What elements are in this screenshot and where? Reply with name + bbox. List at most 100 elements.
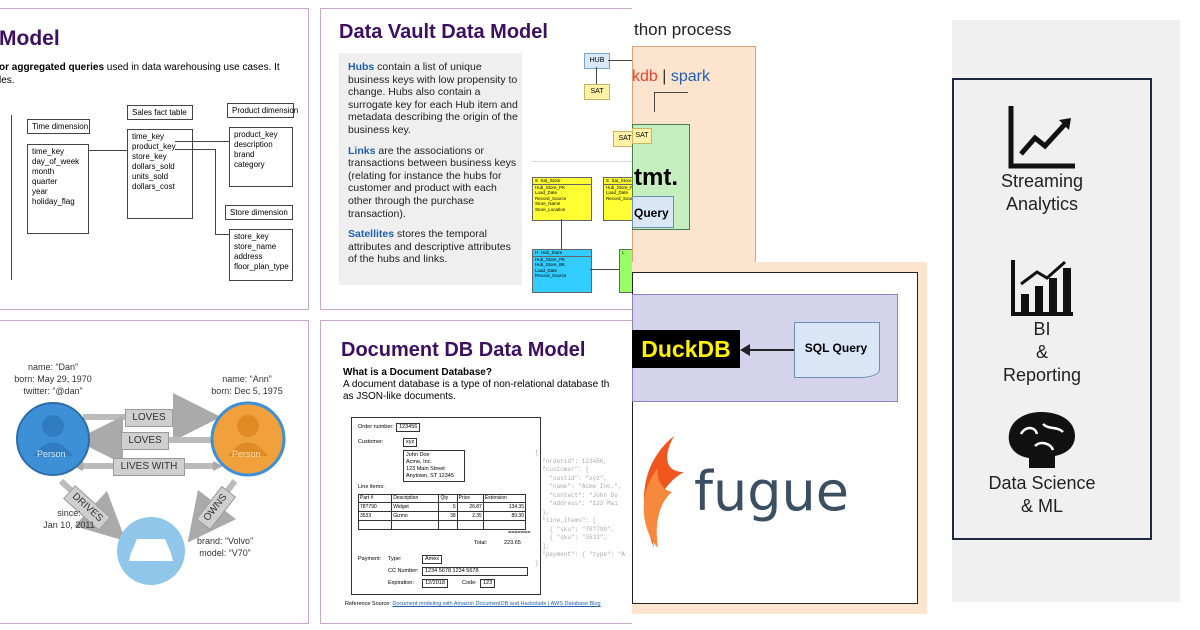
json-line: "orderid": 123456, bbox=[535, 457, 608, 465]
graph-model-slide: name: “Dan” born: May 29, 1970 twitter: … bbox=[0, 320, 309, 624]
json-line: "address": "123 Mai bbox=[535, 500, 618, 507]
separator bbox=[531, 161, 634, 162]
field: floor_plan_type bbox=[234, 262, 289, 271]
connector bbox=[215, 234, 229, 235]
sql-query-doc bbox=[794, 322, 880, 378]
prop: born: May 29, 1970 bbox=[14, 374, 92, 384]
field: time_key bbox=[132, 132, 165, 141]
car-label: Car bbox=[142, 545, 157, 555]
subtitle-rest: used in data warehousing use cases. It bbox=[104, 62, 280, 73]
table-cell: 5 bbox=[438, 502, 458, 512]
column-header: Qty bbox=[438, 494, 458, 503]
person-label: Person bbox=[232, 449, 261, 459]
desc-line: as JSON-like documents. bbox=[343, 391, 456, 402]
prop: model: “V70” bbox=[199, 548, 251, 558]
table-row: Store_Location bbox=[535, 206, 566, 212]
customer-id: xyz bbox=[403, 438, 418, 447]
time-dimension-label: Time dimension bbox=[27, 119, 90, 134]
field: quarter bbox=[32, 177, 58, 186]
usecase-label: Data Science bbox=[988, 473, 1096, 493]
order-number-label: Order number: bbox=[358, 424, 394, 430]
table-row: Store_Name bbox=[535, 201, 561, 206]
table-row: Record_Source bbox=[535, 195, 567, 201]
table-cell bbox=[391, 520, 440, 530]
field: store_key bbox=[234, 232, 269, 241]
h-marker: H bbox=[535, 250, 539, 255]
car-properties: brand: “Volvo” model: “V70” bbox=[185, 535, 265, 559]
bar-chart-icon bbox=[1011, 260, 1073, 316]
field: store_key bbox=[132, 152, 167, 161]
column-header: Extension bbox=[482, 494, 527, 503]
fugue-slide: thon process kdb | spark tmt. Query SAT … bbox=[632, 0, 932, 630]
fugue-flame-icon bbox=[643, 436, 684, 548]
table-row: Hub_Store_BK bbox=[535, 262, 566, 267]
table-cell: 38 bbox=[438, 511, 458, 521]
line-chart-icon bbox=[1008, 106, 1075, 169]
field: units_sold bbox=[132, 172, 169, 181]
field: brand bbox=[234, 150, 255, 159]
car-icon bbox=[129, 539, 173, 561]
person-icon bbox=[237, 415, 259, 437]
desc-line: A document database is a type of non-rel… bbox=[343, 379, 610, 390]
field: product_key bbox=[234, 130, 278, 139]
link-table: L bbox=[619, 249, 634, 293]
prop: born: Dec 5, 1975 bbox=[211, 386, 283, 396]
connector bbox=[590, 269, 619, 270]
l-marker: L bbox=[622, 250, 625, 255]
arrow-head bbox=[740, 344, 750, 356]
process-text: thon process bbox=[634, 20, 732, 39]
usecase-label: Reporting bbox=[1002, 365, 1082, 385]
s-marker: S bbox=[535, 178, 539, 183]
usecase-label: Analytics bbox=[1005, 194, 1079, 214]
sales-fact-label: Sales fact table bbox=[127, 105, 193, 120]
table-row: Load_Date bbox=[535, 267, 558, 273]
text-panel bbox=[339, 53, 522, 285]
type-value: Amex bbox=[422, 555, 443, 564]
exp-value: 12/2018 bbox=[422, 579, 448, 588]
satellites-text: stores the temporal attributes and descr… bbox=[348, 228, 511, 266]
person-node-dan bbox=[16, 402, 90, 476]
prop: brand: “Volvo” bbox=[196, 536, 254, 546]
stmt-label: tmt. bbox=[634, 164, 678, 191]
json-line: }, bbox=[535, 508, 550, 516]
sat-box: SAT bbox=[613, 131, 634, 147]
ref-link[interactable]: Document modeling with Amazon DocumentDB… bbox=[392, 601, 601, 607]
dan-properties: name: “Dan” born: May 29, 1970 twitter: … bbox=[13, 361, 93, 397]
order-form: Order number: 123456 Customer: xyz John … bbox=[351, 417, 541, 595]
json-line: { "sku": "78?790", bbox=[535, 525, 615, 533]
table-cell bbox=[482, 520, 527, 530]
links-text: are the associations or transactions bet… bbox=[348, 144, 517, 220]
table-cell: 78?790 bbox=[357, 502, 393, 512]
s-marker: S bbox=[606, 178, 610, 183]
usecase-label: & ML bbox=[1020, 496, 1063, 516]
code-value: 123 bbox=[480, 579, 496, 588]
json-line: { bbox=[535, 449, 539, 456]
fugue-wordmark: fugue bbox=[694, 460, 849, 523]
table-cell: 26.87 bbox=[456, 502, 484, 512]
json-line: "name": "Acme Inc.", bbox=[535, 483, 622, 490]
total-label: Total: bbox=[474, 540, 488, 546]
table-cell: 89.30 bbox=[482, 511, 527, 521]
slide-title: Model bbox=[0, 27, 60, 50]
field: year bbox=[32, 187, 48, 196]
ref-prefix: Reference Source: bbox=[345, 601, 393, 607]
field: dollars_sold bbox=[132, 162, 175, 171]
column-header: Part # bbox=[357, 494, 393, 503]
code-label: Code: bbox=[462, 580, 477, 586]
slide-title: Data Vault Data Model bbox=[339, 21, 548, 43]
document-db-slide: Document DB Data Model What is a Documen… bbox=[320, 320, 635, 624]
json-line: ], bbox=[535, 542, 550, 550]
cc-value: 1234 5678 1234 5678 bbox=[422, 567, 528, 576]
slide-subtitle: or aggregated queries used in data wareh… bbox=[0, 61, 280, 87]
cc-label: CC Number: bbox=[388, 568, 419, 574]
person-icon bbox=[42, 415, 64, 437]
doc-question: What is a Document Database? bbox=[343, 367, 492, 378]
